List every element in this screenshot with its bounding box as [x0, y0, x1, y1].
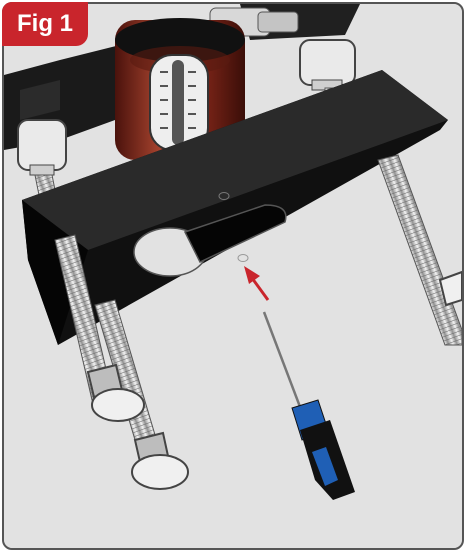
adjustment-knob-left [18, 120, 66, 175]
figure-label: Fig 1 [2, 2, 88, 46]
